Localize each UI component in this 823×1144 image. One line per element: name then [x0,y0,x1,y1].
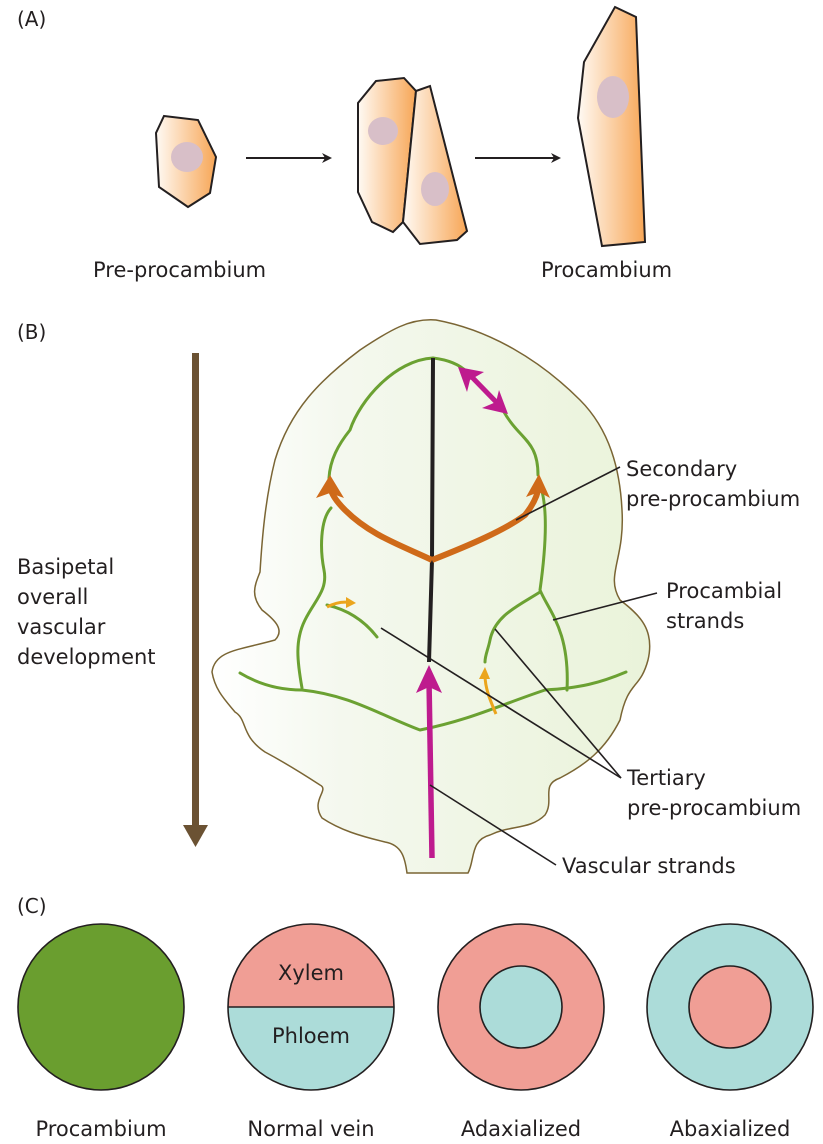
xylem-label: Xylem [278,961,344,985]
arrowhead-icon [416,665,442,693]
procambium-caption: Procambium [35,1117,166,1141]
leader-tertiary-right [494,628,622,779]
vascular-strand [416,665,442,859]
procambium-cell [576,5,647,248]
dividing-cells [357,76,469,246]
abaxialized-circle [646,923,814,1091]
phloem-label: Phloem [272,1024,350,1048]
vein-right-loop [536,478,569,692]
leader-lines [380,466,658,866]
nucleus [171,142,203,172]
leader-procambial [552,592,658,621]
adaxialized-circle [437,923,605,1091]
leader-tertiary-left [380,627,622,779]
pre-procambium-cell [154,114,218,209]
nucleus [421,172,449,206]
xylem-inner [688,965,772,1049]
adaxialized-caption: Adaxialized [461,1117,581,1141]
abaxialized-caption: Abaxialized [670,1117,791,1141]
normal-vein-caption: Normal vein [247,1117,374,1141]
cell-wall [576,5,647,248]
vein-left-loop [296,506,333,690]
cell-wall-right [401,84,469,246]
phloem-inner [479,965,563,1049]
arrowhead-icon [316,475,344,498]
vascular-apex-double-arrow-icon [458,367,508,414]
xylem-half [228,924,394,1007]
basipetal-label: Basipetal overall vascular development [17,555,156,669]
arrowhead-icon [346,597,356,608]
panel-b: (B) Basipetal overall vascular developme… [17,319,801,878]
normal-vein-circle: Xylem Phloem [227,923,395,1091]
panel-b-label: (B) [17,320,46,344]
phloem-half [228,1007,394,1090]
panel-c-label: (C) [17,894,47,918]
vascular-strands-label: Vascular strands [562,854,736,878]
nucleus [597,76,629,118]
tertiary-pre-procambium-label: Tertiary pre-procambium [626,766,801,820]
arrowhead-icon [479,667,490,679]
panel-a-label: (A) [17,7,46,31]
cell-wall-left [357,76,418,234]
procambial-strands-label: Procambial strands [666,579,789,633]
nucleus [368,117,398,145]
vein-apex-right [502,410,540,477]
procambium-circle [17,923,185,1091]
leader-vascular [429,784,557,866]
basipetal-arrow-icon [183,353,208,847]
vein-base [238,670,628,732]
panel-c: (C) Procambium Xylem Phloem Normal vein … [17,894,814,1141]
pre-procambium-label: Pre-procambium [93,258,266,282]
vein-right-tertiary [483,590,542,664]
arrowhead-icon [526,474,550,498]
panel-a: (A) Pre-procambium Procambium [17,5,672,282]
leader-secondary [515,466,621,521]
secondary-pre-procambium-label: Secondary pre-procambium [626,457,800,511]
procambium-label: Procambium [541,258,672,282]
vein-apex-left [327,356,435,480]
